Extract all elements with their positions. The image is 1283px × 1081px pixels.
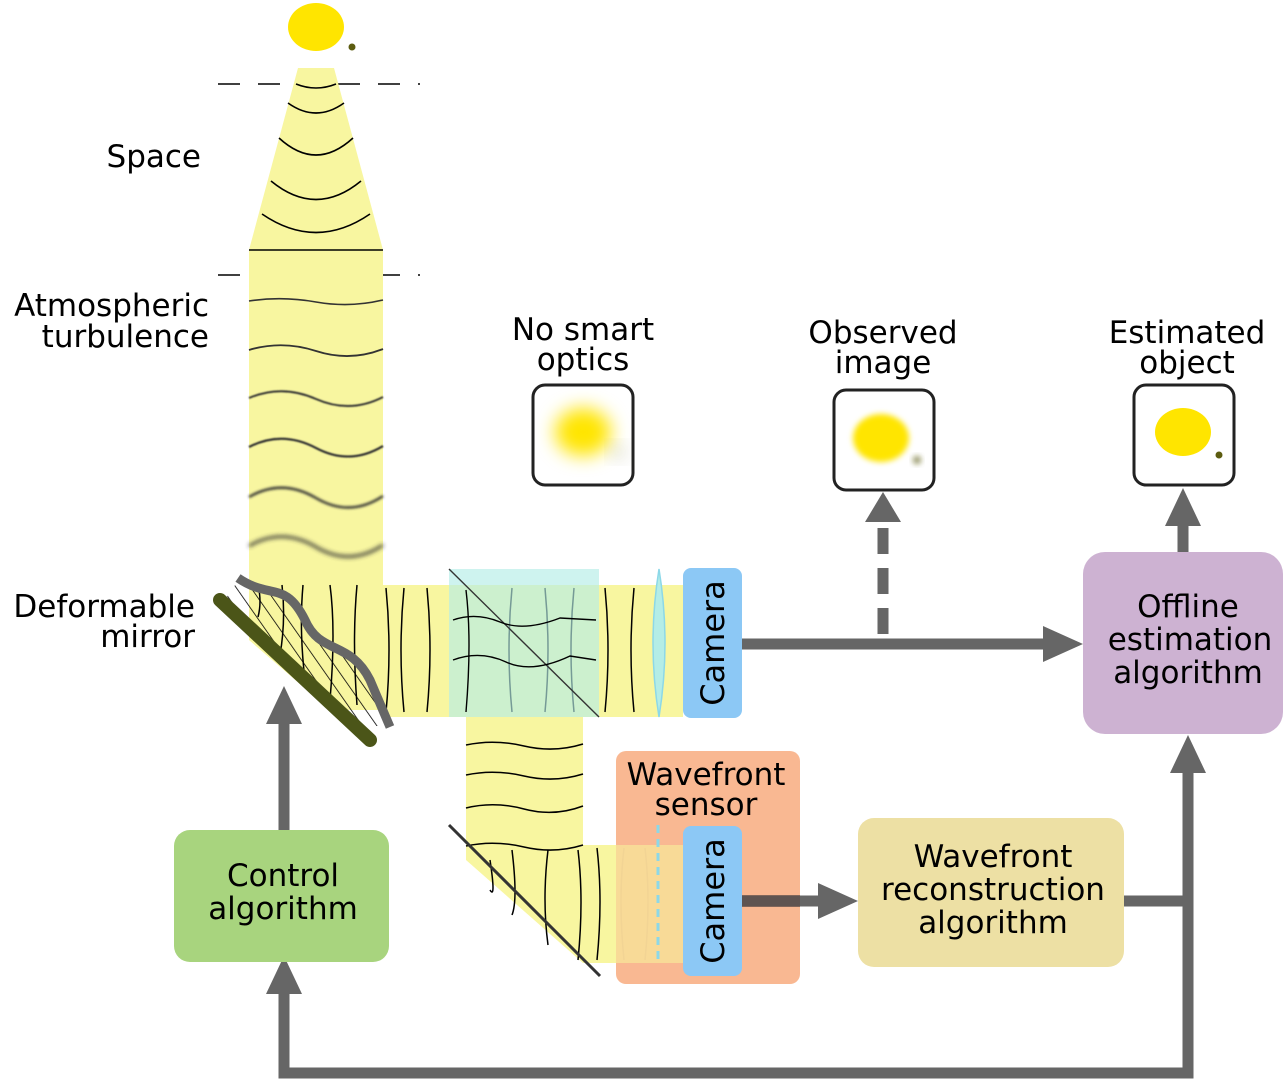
arrows: [278, 520, 1194, 1079]
control-label-1: Control: [227, 858, 339, 894]
control-label-2: algorithm: [208, 891, 358, 927]
camera-wfs-box: [683, 826, 742, 976]
observed-star-icon: [853, 414, 909, 462]
observed-image-panel: [832, 388, 936, 492]
blurred-planet-icon: [611, 445, 625, 459]
beam-splitter: [448, 568, 600, 718]
no-smart-optics-label-1: No smart: [512, 312, 654, 348]
beam-down: [466, 717, 583, 845]
feedback-loop-line: [278, 901, 1194, 1079]
estimated-planet-icon: [1215, 451, 1223, 459]
arrowhead-control: [266, 956, 302, 994]
arrowhead-observed: [865, 492, 901, 522]
control-algorithm: Control algorithm: [174, 830, 389, 962]
wfs-fold-mirror: [447, 823, 602, 978]
control-box: [174, 830, 389, 962]
offline-box: [1083, 552, 1283, 734]
wavefront-sensor-label: Wavefront: [627, 757, 786, 793]
deformable-mirror: [213, 574, 395, 747]
arrowhead-reconstruction: [818, 883, 858, 919]
camera-main-box: [683, 568, 742, 718]
main-lens: [652, 568, 666, 718]
camera-main: Camera: [683, 568, 742, 718]
observed-image-label-2: image: [835, 345, 932, 381]
turbulence-label-2: turbulence: [42, 319, 209, 355]
camera-main-label: Camera: [694, 580, 732, 706]
wavefront-sensor-label-2: sensor: [655, 787, 758, 823]
planet-icon: [348, 43, 356, 51]
estimated-object-panel: [1132, 383, 1236, 487]
offline-label-3: algorithm: [1113, 655, 1263, 691]
wavefront-reconstruction-algorithm: Wavefront reconstruction algorithm: [858, 818, 1124, 967]
blurred-star-icon: [555, 408, 611, 456]
turbulent-wavefronts: [248, 297, 384, 558]
arrowhead-offline: [1043, 626, 1083, 662]
reconstruction-to-offline-line: [1124, 770, 1194, 907]
observed-image-label-1: Observed: [808, 315, 957, 351]
no-smart-optics-label-2: optics: [537, 342, 630, 378]
offline-label-2: estimation: [1108, 622, 1273, 658]
deformable-mirror-label-2: mirror: [100, 619, 195, 655]
camera-wfs: Camera: [683, 826, 742, 976]
beam-space-cone: [249, 68, 383, 250]
offline-estimation-algorithm: Offline estimation algorithm: [1083, 552, 1283, 734]
arrowhead-mirror: [266, 686, 302, 724]
turbulence-label-1: Atmospheric: [14, 288, 209, 324]
deformable-mirror-label-1: Deformable: [13, 589, 195, 625]
beam-vertical: [249, 250, 383, 586]
mirror-surface: [235, 574, 395, 729]
no-smart-optics-panel: [531, 383, 635, 487]
offline-label-1: Offline: [1137, 589, 1239, 625]
star-source: [288, 3, 356, 51]
reconstruction-label-3: algorithm: [918, 905, 1068, 941]
arrowheads: [266, 488, 1206, 994]
estimated-object-label-2: object: [1139, 345, 1235, 381]
space-label: Space: [107, 139, 201, 175]
estimated-star-icon: [1155, 408, 1211, 456]
star-icon: [288, 3, 344, 51]
arrowhead-estimated: [1165, 488, 1201, 526]
mirror-base: [213, 593, 377, 747]
reconstruction-box: [858, 818, 1124, 967]
wfs-output-overlay: [742, 895, 800, 907]
arrowhead-offline-bottom: [1170, 735, 1206, 773]
observed-planet-icon: [913, 456, 921, 464]
space-wavefronts: [249, 83, 383, 251]
estimated-object-label-1: Estimated: [1109, 315, 1266, 351]
reconstruction-label-1: Wavefront: [914, 839, 1073, 875]
reconstruction-label-2: reconstruction: [881, 872, 1105, 908]
camera-wfs-label: Camera: [694, 838, 732, 964]
